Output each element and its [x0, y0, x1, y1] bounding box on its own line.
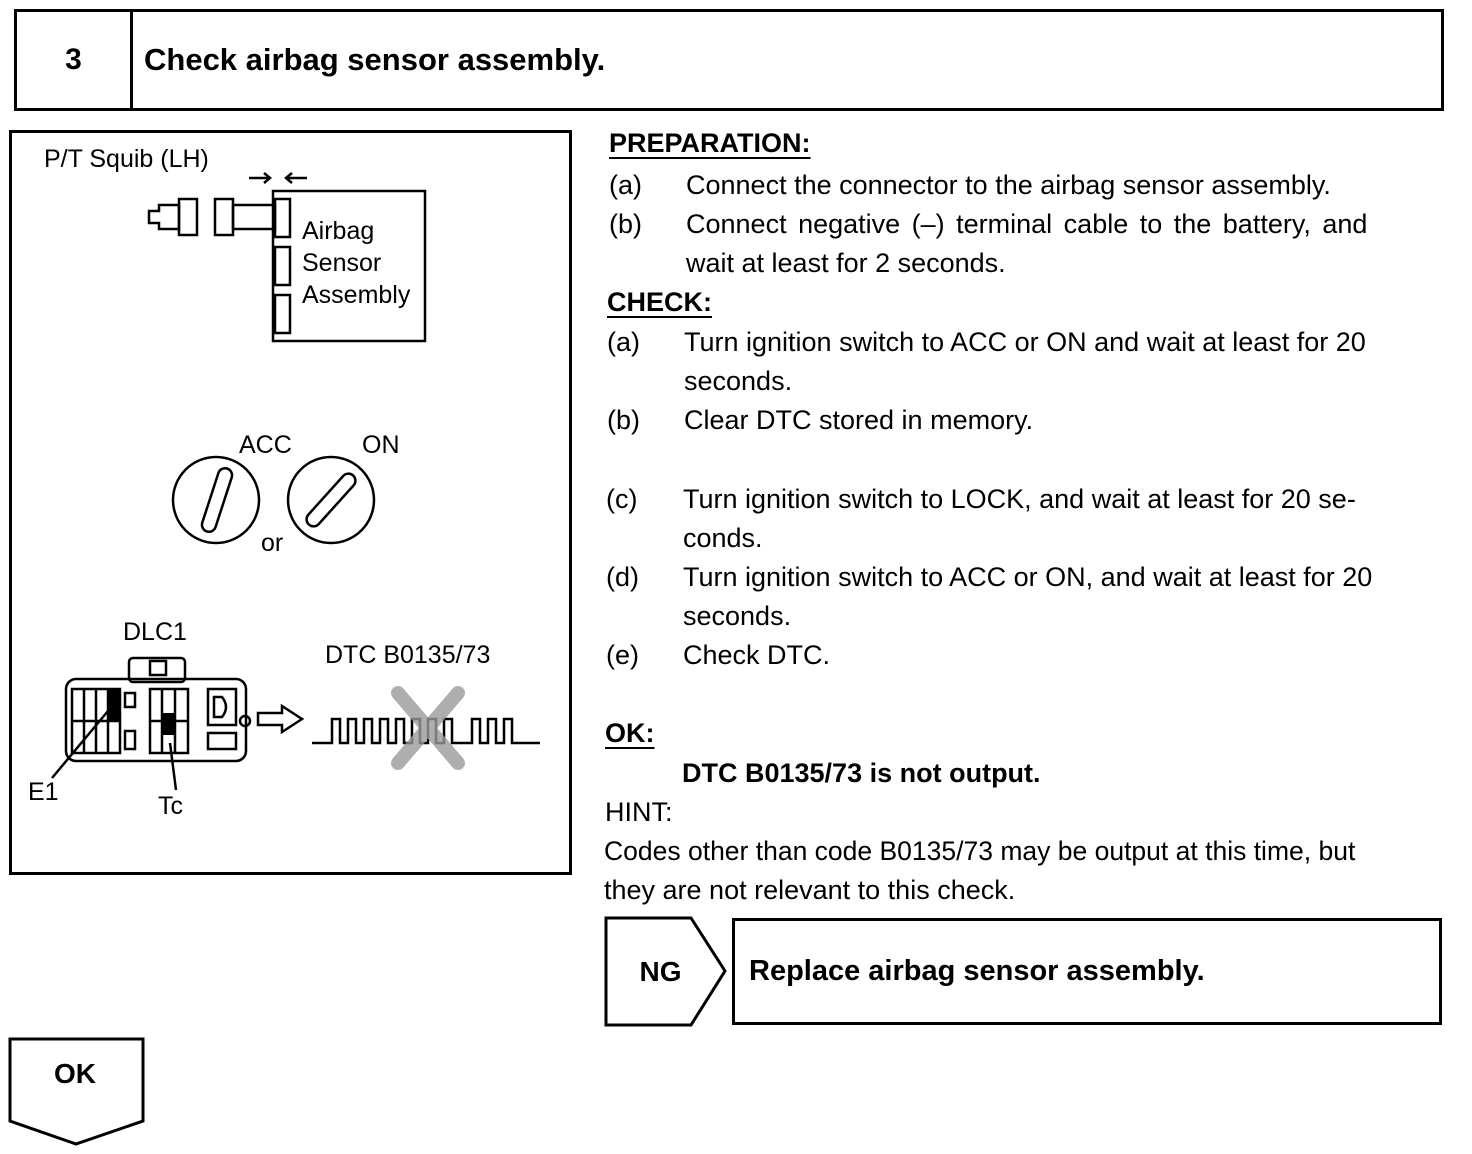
- step-header: 3 Check airbag sensor assembly.: [14, 9, 1444, 111]
- diagram-panel: P/T Squib (LH) Airbag Sensor Assembly AC…: [9, 130, 572, 875]
- dtc-label: DTC B0135/73: [325, 641, 491, 669]
- airbag-sensor-assembly-icon: [271, 189, 427, 343]
- ng-flow-shape: [604, 916, 727, 1027]
- check-step-e-letter: (e): [606, 640, 639, 670]
- prep-step-b-letter: (b): [609, 209, 642, 239]
- check-step-b-letter: (b): [607, 405, 640, 435]
- squib-label: P/T Squib (LH): [44, 145, 209, 173]
- tc-e1-jumper-icon: [51, 710, 178, 791]
- check-step-a-text-1: Turn ignition switch to ACC or ON and wa…: [684, 327, 1366, 357]
- ok-result: DTC B0135/73 is not output.: [682, 758, 1041, 788]
- dlc-label: DLC1: [123, 618, 187, 646]
- tc-label: Tc: [158, 792, 183, 820]
- preparation-heading: PREPARATION:: [609, 128, 811, 158]
- ng-label: NG: [639, 955, 682, 987]
- check-step-d-letter: (d): [606, 562, 639, 592]
- ok-flow-label: OK: [54, 1058, 96, 1089]
- check-step-c-letter: (c): [606, 484, 638, 514]
- sensor-label: Airbag Sensor Assembly: [302, 217, 411, 309]
- step-number: 3: [17, 12, 133, 108]
- dlc1-connector-icon: [64, 656, 252, 763]
- ignition-on-icon: [286, 455, 376, 545]
- connect-arrows-icon: [249, 172, 307, 184]
- on-label: ON: [362, 431, 400, 459]
- prep-step-a-letter: (a): [609, 170, 642, 200]
- check-heading: CHECK:: [607, 287, 712, 317]
- or-label: or: [261, 529, 284, 557]
- prep-step-b-text-2: wait at least for 2 seconds.: [686, 248, 1006, 278]
- check-step-a-letter: (a): [607, 327, 640, 357]
- hint-text-2: they are not relevant to this check.: [604, 875, 1016, 905]
- prep-step-a-text: Connect the connector to the airbag sens…: [686, 170, 1331, 200]
- check-step-d-text-2: seconds.: [683, 601, 792, 631]
- wiring-illustration: [51, 172, 540, 791]
- check-step-b-text: Clear DTC stored in memory.: [684, 405, 1034, 435]
- e1-label: E1: [28, 778, 59, 806]
- output-arrow-icon: [256, 703, 305, 735]
- prep-step-b-text-1: Connect negative (–) terminal cable to t…: [686, 209, 1368, 239]
- hint-heading: HINT:: [605, 797, 673, 827]
- hint-text-1: Codes other than code B0135/73 may be ou…: [604, 836, 1356, 866]
- ng-action-box: Replace airbag sensor assembly.: [732, 918, 1442, 1025]
- check-step-a-text-2: seconds.: [684, 366, 793, 396]
- check-step-c-text-2: conds.: [683, 523, 763, 553]
- squib-connector-icon: [147, 197, 277, 237]
- check-step-c-text-1: Turn ignition switch to LOCK, and wait a…: [683, 484, 1356, 514]
- ok-heading: OK:: [605, 718, 655, 748]
- check-step-d-text-1: Turn ignition switch to ACC or ON, and w…: [683, 562, 1373, 592]
- not-output-cross-icon: [391, 686, 465, 770]
- acc-label: ACC: [239, 431, 292, 459]
- step-title: Check airbag sensor assembly.: [144, 42, 606, 77]
- ok-flow-shape: [8, 1037, 145, 1146]
- ignition-acc-icon: [171, 455, 261, 545]
- check-step-e-text: Check DTC.: [683, 640, 831, 670]
